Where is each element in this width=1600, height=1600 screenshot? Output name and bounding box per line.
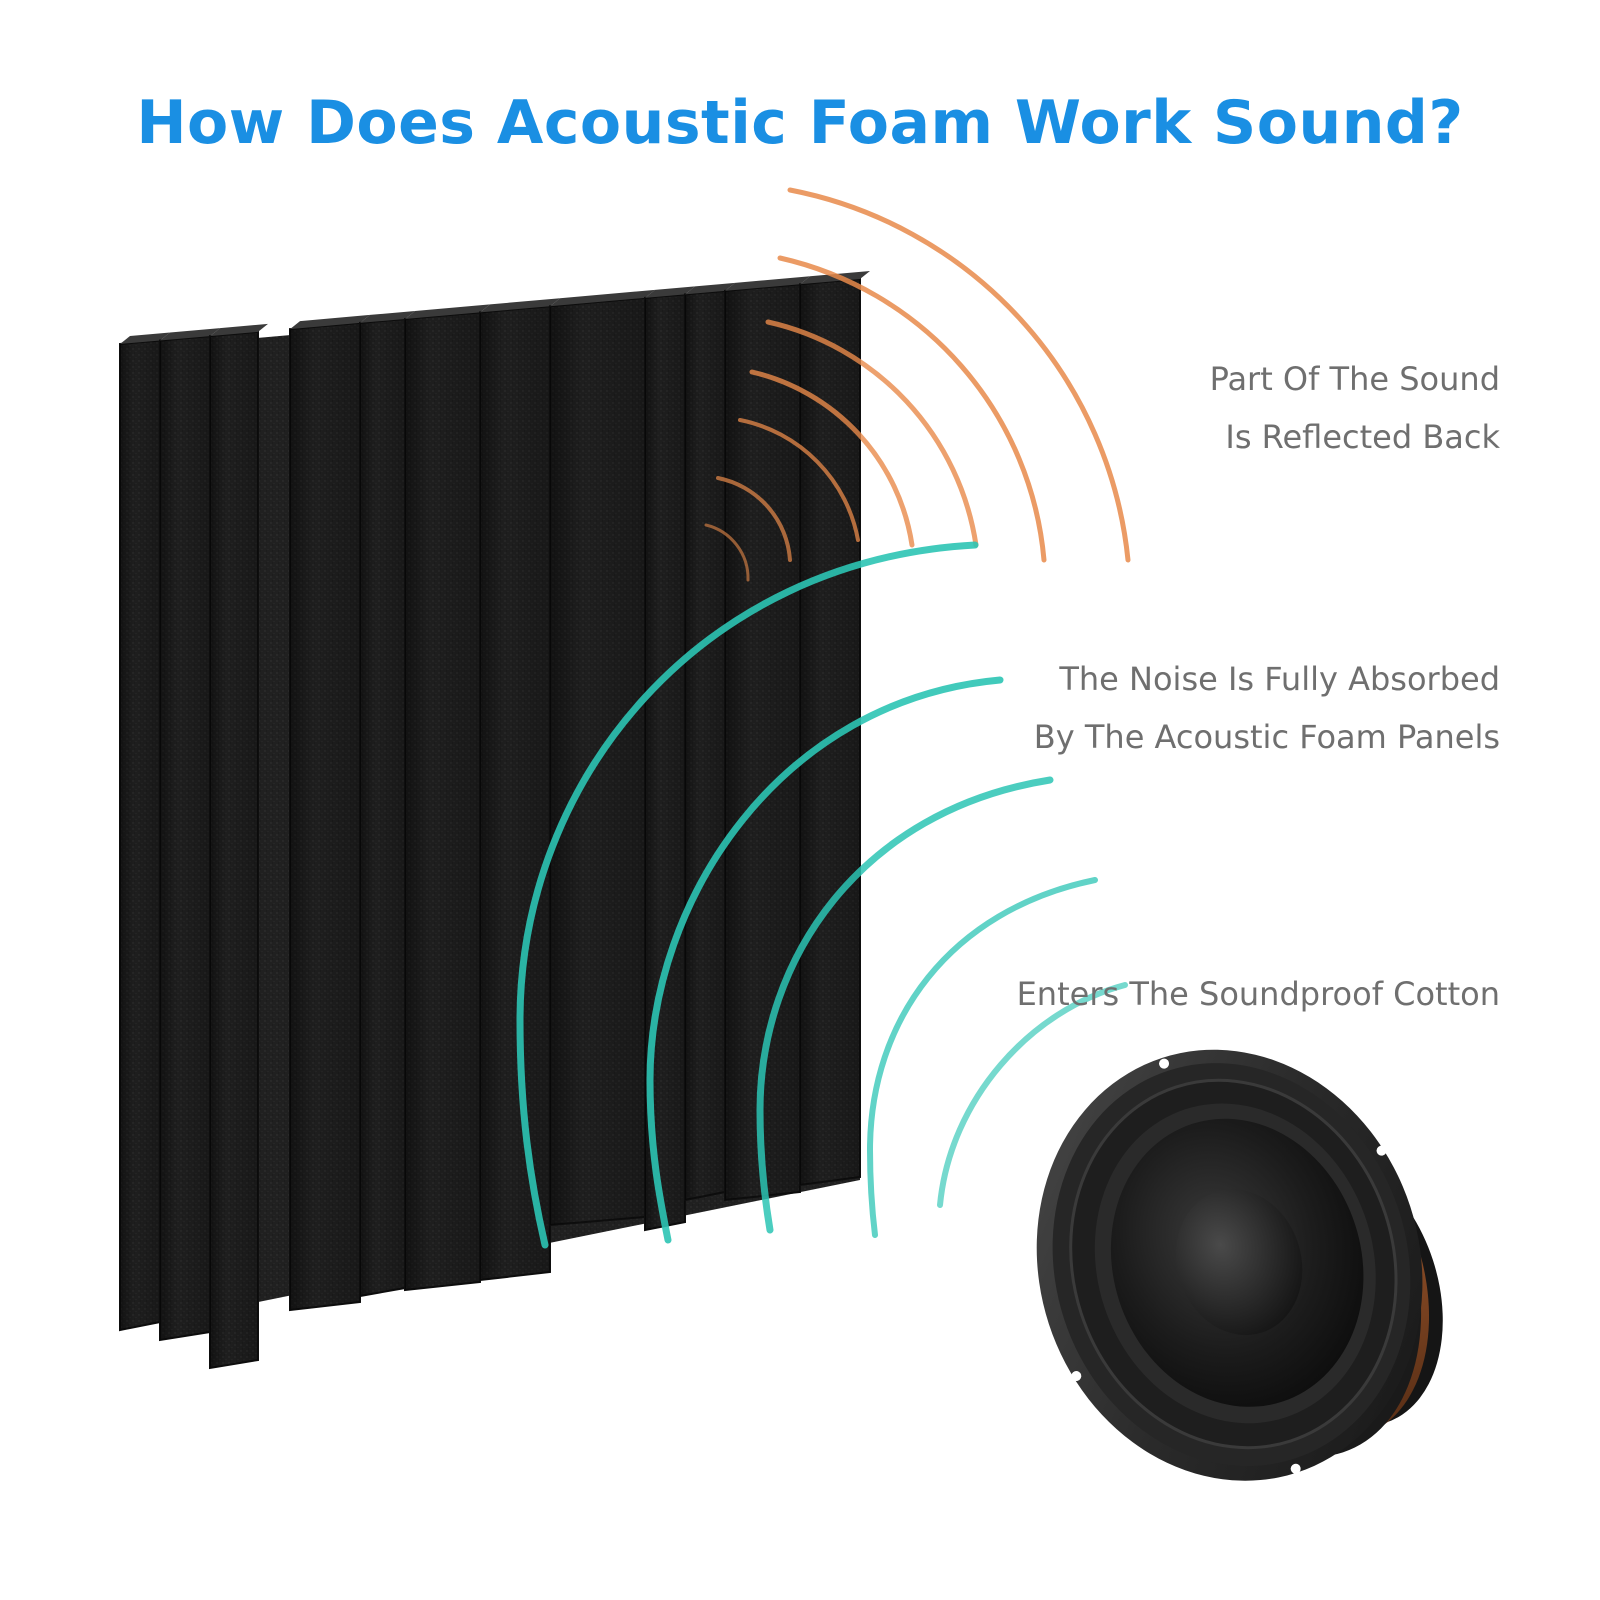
foam-rib-shade xyxy=(685,290,725,1200)
foam-rib-top xyxy=(290,314,370,330)
foam-rib-shade xyxy=(160,336,210,1340)
reflected-sound-waves xyxy=(704,187,1131,582)
speaker-icon xyxy=(1036,1049,1443,1481)
foam-rib-shade xyxy=(120,340,160,1331)
foam-rib-shade xyxy=(290,322,360,1310)
acoustic-foam-panel xyxy=(119,271,870,1370)
foam-rib-top xyxy=(725,276,810,291)
reflected-label: Part Of The Sound Is Reflected Back xyxy=(1210,350,1500,466)
foam-rib-top xyxy=(685,282,735,295)
foam-rib-shade xyxy=(645,294,685,1231)
enters-label: Enters The Soundproof Cotton xyxy=(1017,965,1500,1023)
foam-rib-shade xyxy=(480,306,550,1280)
incoming-sound-waves xyxy=(516,541,1182,1249)
foam-rib-top xyxy=(405,304,490,319)
enters-label-line-1: Enters The Soundproof Cotton xyxy=(1016,975,1500,1013)
absorbed-label-line-2: By The Acoustic Foam Panels xyxy=(1033,718,1500,756)
foam-rib-shade xyxy=(405,312,480,1290)
absorbed-label-line-1: The Noise Is Fully Absorbed xyxy=(1059,660,1500,698)
foam-rib-top xyxy=(480,298,560,313)
reflected-label-line-2: Is Reflected Back xyxy=(1225,418,1500,456)
foam-rib-shade xyxy=(725,284,800,1200)
reflected-label-line-1: Part Of The Sound xyxy=(1209,360,1500,398)
foam-rib-top xyxy=(360,310,415,323)
foam-rib-shade xyxy=(360,318,405,1297)
absorbed-label: The Noise Is Fully Absorbed By The Acous… xyxy=(1034,650,1500,766)
foam-rib-shade xyxy=(800,279,860,1185)
foam-rib-top xyxy=(210,323,268,337)
foam-rib-top xyxy=(645,286,695,298)
foam-rib-top xyxy=(120,332,170,344)
page-title: How Does Acoustic Foam Work Sound? xyxy=(136,88,1464,158)
foam-rib-shade xyxy=(210,331,258,1368)
foam-rib-top xyxy=(160,328,220,341)
foam-rib-top xyxy=(550,289,655,307)
